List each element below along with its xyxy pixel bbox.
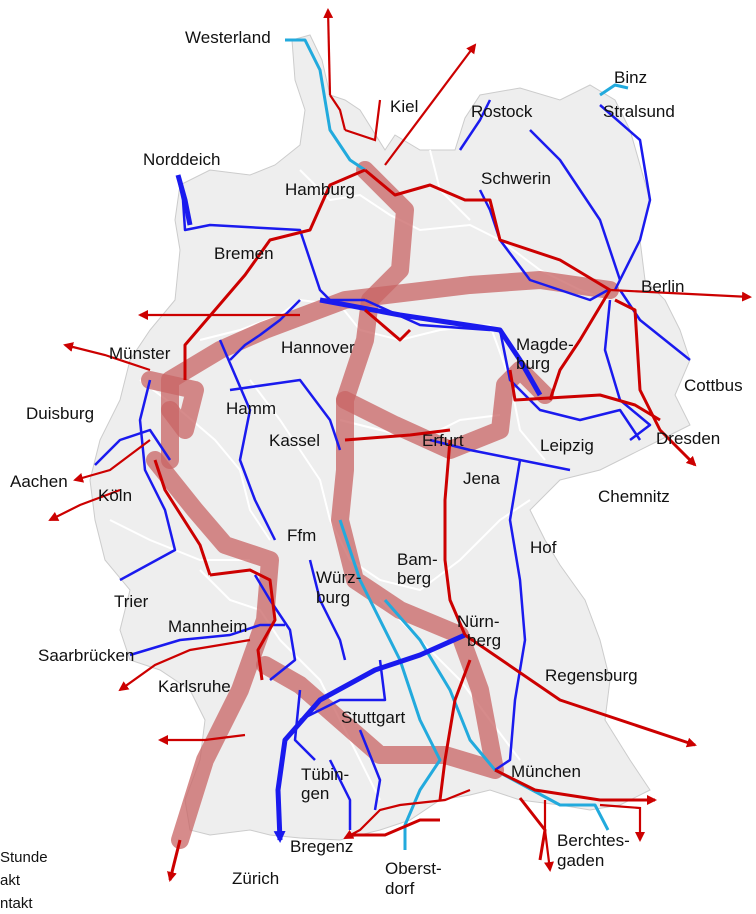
ice-external-arrows <box>48 8 752 872</box>
city-label-duisburg: Duisburg <box>26 404 94 423</box>
city-label-hof: Hof <box>530 538 557 557</box>
city-label-wuerzburg-1: Würz- <box>316 568 361 587</box>
city-label-erfurt: Erfurt <box>422 431 464 450</box>
city-label-bregenz: Bregenz <box>290 837 353 856</box>
city-label-schwerin: Schwerin <box>481 169 551 188</box>
city-label-muenster: Münster <box>109 344 171 363</box>
city-label-berchtesgaden-1: Berchtes- <box>557 831 630 850</box>
city-label-westerland: Westerland <box>185 28 271 47</box>
city-label-berlin: Berlin <box>641 277 684 296</box>
city-label-jena: Jena <box>463 469 500 488</box>
city-label-chemnitz: Chemnitz <box>598 487 670 506</box>
city-label-cottbus: Cottbus <box>684 376 743 395</box>
city-label-saarbruecken: Saarbrücken <box>38 646 134 665</box>
legend: Stunde akt ntakt <box>0 849 48 912</box>
city-label-aachen: Aachen <box>10 472 68 491</box>
city-label-ffm: Ffm <box>287 526 316 545</box>
city-label-oberstdorf-2: dorf <box>385 879 415 898</box>
city-label-magdeburg-2: burg <box>516 354 550 373</box>
main-corridors <box>141 161 619 849</box>
legend-item-2: akt <box>0 872 21 889</box>
city-label-kassel: Kassel <box>269 431 320 450</box>
city-label-oberstdorf-1: Oberst- <box>385 859 442 878</box>
city-label-nuernberg-2: berg <box>467 631 501 650</box>
city-label-trier: Trier <box>114 592 149 611</box>
legend-item-3: ntakt <box>0 895 33 912</box>
city-label-stralsund: Stralsund <box>603 102 675 121</box>
city-label-leipzig: Leipzig <box>540 436 594 455</box>
city-label-tuebingen-2: gen <box>301 784 329 803</box>
city-label-regensburg: Regensburg <box>545 666 638 685</box>
city-label-hamburg: Hamburg <box>285 180 355 199</box>
city-label-bamberg-1: Bam- <box>397 550 438 569</box>
city-label-zuerich: Zürich <box>232 869 279 888</box>
legend-item-1: Stunde <box>0 849 48 866</box>
city-label-wuerzburg-2: burg <box>316 588 350 607</box>
city-label-kiel: Kiel <box>390 97 418 116</box>
city-label-binz: Binz <box>614 68 647 87</box>
city-label-bremen: Bremen <box>214 244 274 263</box>
city-label-tuebingen-1: Tübin- <box>301 765 349 784</box>
city-label-magdeburg-1: Magde- <box>516 335 574 354</box>
city-label-mannheim: Mannheim <box>168 617 247 636</box>
city-label-bamberg-2: berg <box>397 569 431 588</box>
city-label-karlsruhe: Karlsruhe <box>158 677 231 696</box>
ic-blue-lines <box>94 99 691 830</box>
city-labels: Westerland Binz Kiel Rostock Stralsund N… <box>10 28 743 898</box>
norddeich-branch <box>175 174 193 226</box>
ic-blue-trunks <box>273 297 543 843</box>
city-label-muenchen: München <box>511 762 581 781</box>
city-label-berchtesgaden-2: gaden <box>557 851 604 870</box>
ice-red-lines <box>153 168 697 861</box>
city-label-hamm: Hamm <box>226 399 276 418</box>
city-label-koeln: Köln <box>98 486 132 505</box>
city-label-dresden: Dresden <box>656 429 720 448</box>
city-label-norddeich: Norddeich <box>143 150 221 169</box>
city-label-rostock: Rostock <box>471 102 533 121</box>
corridor-arrow <box>167 839 182 882</box>
city-label-stuttgart: Stuttgart <box>341 708 406 727</box>
city-label-nuernberg-1: Nürn- <box>457 612 500 631</box>
city-label-hannover: Hannover <box>281 338 355 357</box>
